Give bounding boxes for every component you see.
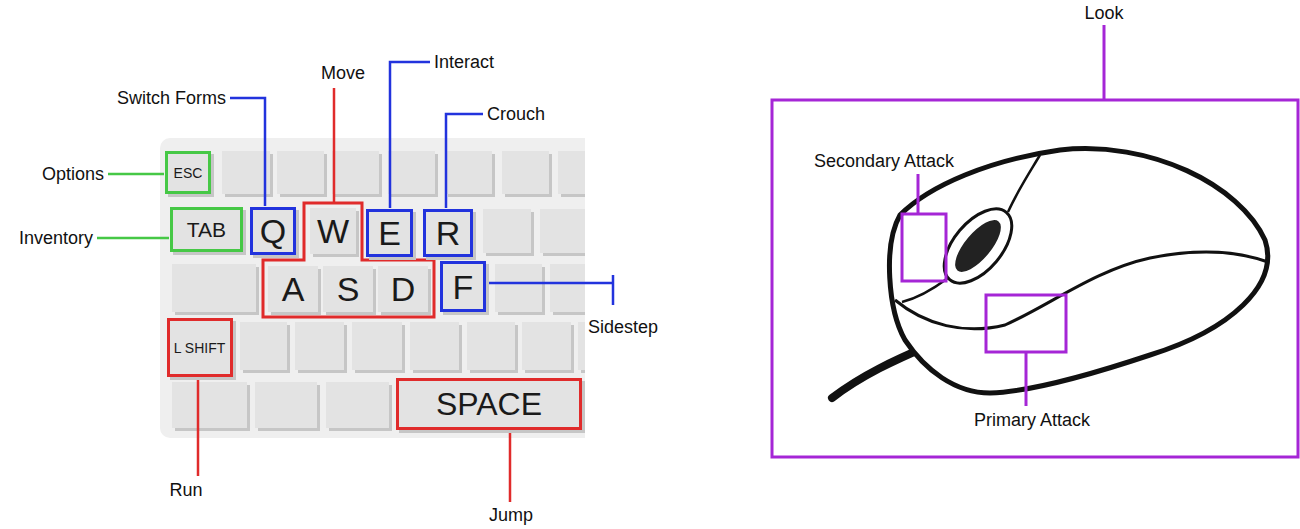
blank-key <box>578 322 585 370</box>
mouse-button-split <box>1008 155 1040 212</box>
key-label: D <box>391 272 416 306</box>
blank-key <box>295 322 344 370</box>
mouse-body <box>889 149 1267 393</box>
leader-line <box>486 275 613 305</box>
key-label: A <box>282 272 305 306</box>
key-label: SPACE <box>436 388 542 420</box>
blank-key <box>502 151 549 194</box>
key-cap: Q <box>250 207 296 255</box>
leader-line <box>97 237 169 240</box>
key-cap: SPACE <box>396 378 582 430</box>
leader-line <box>1025 352 1028 406</box>
key-cap: S <box>323 266 373 312</box>
callout-label: Sidestep <box>588 318 658 336</box>
key-cap: TAB <box>170 207 243 252</box>
leader-lines <box>97 62 613 502</box>
blank-key <box>483 209 531 253</box>
blank-key <box>222 151 270 194</box>
key-label: L SHIFT <box>174 341 226 355</box>
blank-key <box>522 322 571 370</box>
callout-label: Options <box>42 165 104 183</box>
look-frame <box>772 100 1298 457</box>
callout-label: Move <box>321 64 365 82</box>
key-label: ESC <box>174 166 203 180</box>
leader-line <box>446 114 483 208</box>
callout-label: Primary Attack <box>974 411 1090 429</box>
key-label: Q <box>260 214 286 248</box>
callout-label: Secondary Attack <box>814 152 954 170</box>
key-label: W <box>317 214 349 248</box>
leader-line <box>917 174 920 214</box>
leader-line <box>333 88 336 202</box>
key-cap: A <box>268 266 318 312</box>
leader-line <box>509 430 512 502</box>
key-cap: L SHIFT <box>167 318 233 377</box>
blank-key <box>388 151 435 194</box>
key-cap: D <box>378 266 428 312</box>
leader-line <box>197 377 200 476</box>
key-label: R <box>436 216 461 250</box>
blank-key <box>172 264 256 312</box>
key-label: E <box>378 216 401 250</box>
key-cap: R <box>423 209 473 257</box>
blank-key <box>352 322 402 370</box>
key-cap: E <box>366 209 413 257</box>
callout-label: Look <box>1084 4 1123 22</box>
callout-label: Inventory <box>19 229 93 247</box>
blank-key <box>326 382 389 428</box>
key-cap: W <box>310 208 356 254</box>
button-highlight <box>986 295 1066 352</box>
leader-line <box>390 62 430 208</box>
callout-label: Crouch <box>487 105 545 123</box>
blank-key <box>558 151 585 194</box>
key-cap: F <box>440 261 486 312</box>
blank-key <box>495 264 542 312</box>
keyboard-illustration <box>160 138 585 438</box>
mouse-callouts <box>772 25 1298 457</box>
leader-line <box>1103 25 1106 100</box>
callout-label: Run <box>169 481 202 499</box>
blank-key <box>172 382 247 428</box>
leader-line <box>230 98 265 206</box>
blank-key <box>550 264 585 312</box>
callout-label: Interact <box>434 53 494 71</box>
blank-key <box>255 382 317 428</box>
keyboard-body <box>160 138 585 438</box>
key-label: F <box>453 270 474 304</box>
blank-key <box>332 151 379 194</box>
mouse-illustration <box>832 149 1268 398</box>
callout-label: Switch Forms <box>117 89 226 107</box>
blank-key <box>240 322 287 370</box>
key-cap: ESC <box>165 151 211 194</box>
blank-key <box>467 322 515 370</box>
blank-key <box>410 322 459 370</box>
key-group <box>172 151 585 431</box>
blank-key <box>277 151 324 194</box>
key-label: TAB <box>187 219 226 240</box>
leader-line <box>108 173 164 176</box>
button-highlight <box>902 214 946 281</box>
callout-label: Jump <box>489 506 533 524</box>
key-label: S <box>337 272 360 306</box>
blank-key <box>445 151 492 194</box>
blank-key <box>540 209 585 253</box>
mouse-wheel <box>947 213 1008 279</box>
